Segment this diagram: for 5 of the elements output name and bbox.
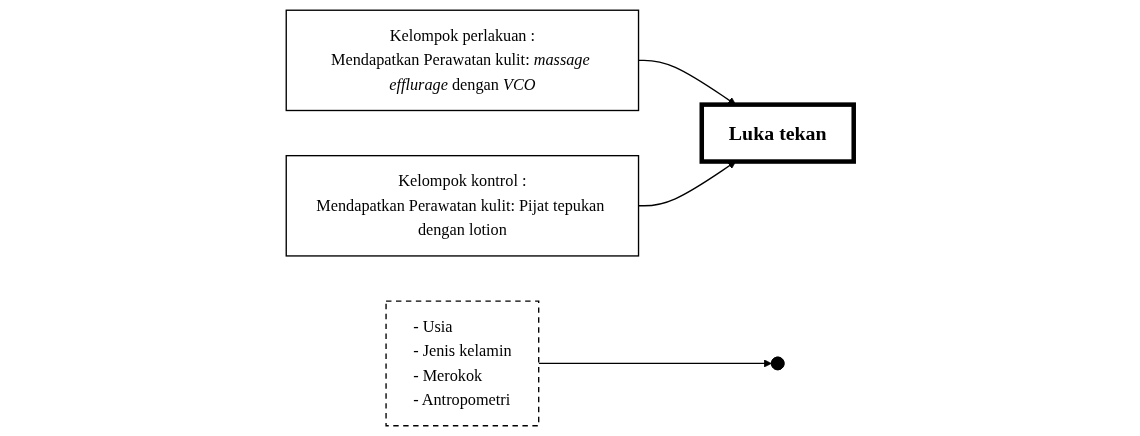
node-box: Kelompok kontrol : Mendapatkan Perawatan kulit: Pijat tepukan dengan lotion (285, 155, 640, 257)
arrow (538, 359, 772, 368)
node-box: Luka tekan (699, 102, 856, 164)
node-box: Kelompok perlakuan : Mendapatkan Perawatan kulit: massage efflurage dengan VCO (285, 9, 640, 112)
node-box: - Usia - Jenis kelamin - Merokok - Antropometri (385, 300, 540, 427)
